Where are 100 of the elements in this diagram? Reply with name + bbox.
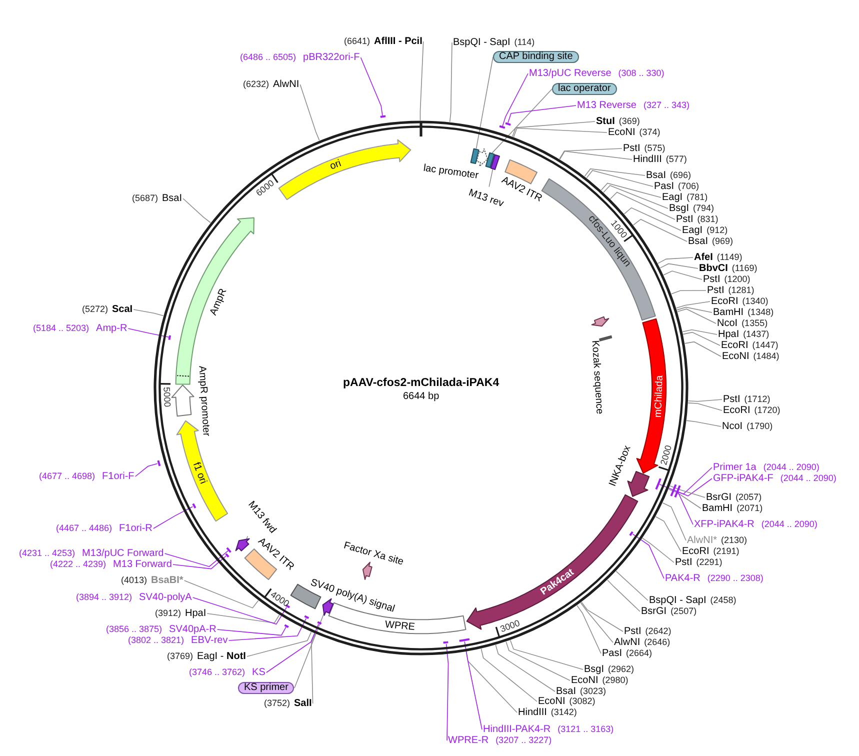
cut-position: (1340) xyxy=(742,295,768,307)
cut-position: (4013) xyxy=(121,574,148,586)
enzyme-name: AlwNI xyxy=(614,637,640,649)
feature-label: AmpR promoter xyxy=(196,366,212,437)
enzyme-name: HindIII xyxy=(518,707,547,719)
leader-line xyxy=(600,182,662,198)
leader-line xyxy=(655,516,682,552)
cut-position: (2057) xyxy=(736,491,762,503)
cut-position: (3769) xyxy=(167,650,194,662)
scale-label: 5000 xyxy=(162,387,173,408)
primer-position: (4467 .. 4486) xyxy=(56,522,112,534)
enzyme-name: BbvCI xyxy=(699,263,728,275)
plasmid-size: 6644 bp xyxy=(403,391,440,403)
primer-position: (4222 .. 4239) xyxy=(50,558,106,570)
enzyme-name: EagI xyxy=(662,192,683,204)
leader-line xyxy=(152,506,194,529)
primer-mark xyxy=(674,485,682,498)
leader-line xyxy=(492,88,552,154)
cut-position: (3082) xyxy=(569,696,596,707)
feature-box xyxy=(485,152,496,168)
cut-position: (831) xyxy=(697,213,718,225)
primer-name: M13/pUC Reverse xyxy=(529,68,612,80)
leader-line xyxy=(246,632,312,657)
feature-box xyxy=(490,154,500,170)
enzyme-name: BsaBI* xyxy=(151,575,184,587)
cut-position: (2507) xyxy=(670,606,697,617)
primer-position: (3121 .. 3163) xyxy=(558,723,614,735)
enzyme-name: PasI xyxy=(602,648,622,660)
leader-line xyxy=(164,550,229,568)
cut-position: (794) xyxy=(693,202,714,214)
cut-position: (5687) xyxy=(132,192,158,204)
cut-position: (1720) xyxy=(754,404,780,416)
enzyme-name: EcoRI xyxy=(721,340,748,352)
enzyme-name: BsaI xyxy=(162,193,182,205)
primer-name: F1ori-R xyxy=(119,523,152,535)
leader-line xyxy=(671,290,706,294)
enzyme-name: NcoI xyxy=(717,318,738,330)
leader-line xyxy=(311,633,316,704)
leader-line xyxy=(686,420,722,427)
enzyme-name: AfeI xyxy=(694,252,713,264)
leader-line xyxy=(603,185,668,209)
primer-position: (3894 .. 3912) xyxy=(76,591,132,603)
primer-name: M13/pUC Forward xyxy=(82,548,164,560)
primer-position: (3746 .. 3762) xyxy=(189,666,246,678)
feature-label: mChilada xyxy=(652,374,666,418)
leader-line xyxy=(659,484,694,525)
cut-position: (577) xyxy=(666,153,687,165)
cut-position: (114) xyxy=(514,36,535,48)
primer-position: (2044 .. 2090) xyxy=(761,518,818,530)
enzyme-name: BsrGI xyxy=(706,492,732,504)
cut-position: (1437) xyxy=(743,328,770,340)
primer-name: KS xyxy=(252,667,266,679)
cut-position: (1149) xyxy=(716,251,742,263)
cut-position: (1281) xyxy=(728,284,754,296)
leader-line xyxy=(508,105,576,123)
leader-line xyxy=(513,128,608,138)
leader-line xyxy=(624,207,682,231)
primer-mark xyxy=(156,460,161,466)
feature-label: AmpR xyxy=(208,287,230,318)
leader-line xyxy=(464,641,482,730)
leader-line xyxy=(360,57,383,116)
enzyme-name: EcoRI xyxy=(682,546,710,558)
primer-name: Primer 1a xyxy=(713,462,756,474)
leader-line xyxy=(228,618,307,641)
cut-position: (1200) xyxy=(724,273,750,285)
cut-position: (2071) xyxy=(736,502,763,514)
primer-name: M13 Reverse xyxy=(577,100,636,112)
feature-tag: KS primer xyxy=(238,682,294,694)
feature-box xyxy=(244,536,296,581)
cut-position: (2130) xyxy=(721,534,748,546)
primer-position: (308 .. 330) xyxy=(618,67,664,79)
enzyme-name: NcoI xyxy=(722,421,743,433)
cut-position: (6232) xyxy=(243,78,270,90)
feature-marker xyxy=(590,316,610,328)
cut-position: (575) xyxy=(644,142,666,154)
cut-position: (369) xyxy=(618,115,640,127)
leader-line xyxy=(676,306,712,313)
enzyme-name: BsgI xyxy=(584,664,604,676)
feature-marker xyxy=(234,538,250,552)
enzyme-name: BamHI xyxy=(713,307,744,319)
cut-position: (1348) xyxy=(748,306,774,318)
primer-position: (327 .. 343) xyxy=(643,99,690,111)
leader-line xyxy=(586,170,654,187)
cut-position: (706) xyxy=(678,180,700,192)
cut-position: (2191) xyxy=(713,545,740,557)
scale-label: 2000 xyxy=(658,444,674,466)
enzyme-name: AlwNI* xyxy=(687,535,718,547)
cut-position: (781) xyxy=(686,191,708,203)
leader-line xyxy=(688,399,722,402)
cut-position: (2291) xyxy=(696,556,722,568)
leader-line xyxy=(607,580,640,612)
enzyme-name: PstI xyxy=(703,274,720,286)
enzyme-name: EcoNI xyxy=(538,696,566,708)
feature-marker xyxy=(322,598,334,616)
cut-position: (3912) xyxy=(155,607,182,619)
leader-line xyxy=(682,329,718,335)
leader-line xyxy=(466,651,518,713)
leader-line xyxy=(678,478,712,496)
primer-mark xyxy=(504,122,511,126)
leader-line xyxy=(676,301,710,308)
